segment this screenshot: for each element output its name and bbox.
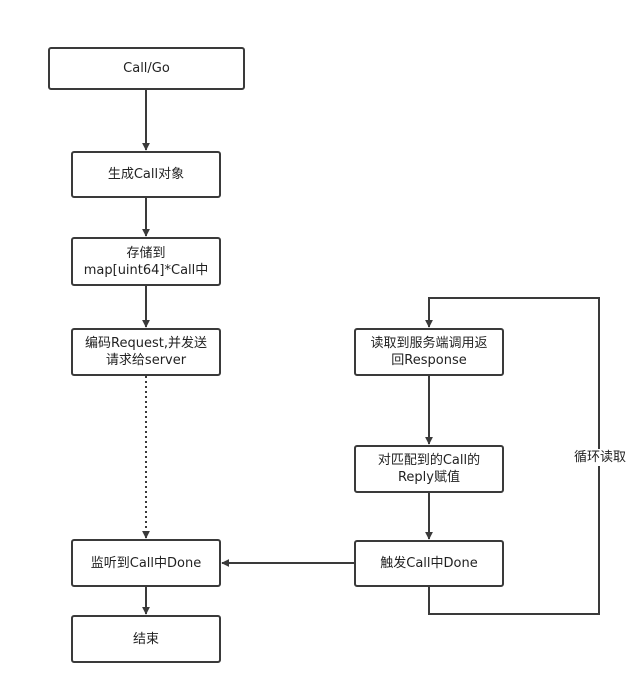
node-call-go-text: Call/Go xyxy=(123,61,170,76)
node-match-call-line1: 对匹配到的Call的 xyxy=(377,453,481,468)
node-listen-done-text: 监听到Call中Done xyxy=(90,555,202,571)
node-store-map-line1: 存储到 xyxy=(126,245,166,261)
node-read-response: 读取到服务端调用返 回Response xyxy=(354,328,504,376)
node-encode-request-line2: 请求给server xyxy=(105,353,187,368)
node-match-call-line2: Reply赋值 xyxy=(397,470,460,485)
node-store-map: 存储到 map[uint64]*Call中 xyxy=(71,237,221,286)
node-read-response-line2: 回Response xyxy=(391,353,467,368)
node-create-call-text: 生成Call对象 xyxy=(107,167,185,182)
node-encode-request: 编码Request,并发送 请求给server xyxy=(71,328,221,376)
node-trigger-done: 触发Call中Done xyxy=(354,540,504,587)
node-end-text: 结束 xyxy=(132,631,159,647)
node-create-call: 生成Call对象 xyxy=(71,151,221,198)
loop-label: 循环读取 xyxy=(573,449,628,466)
node-listen-done: 监听到Call中Done xyxy=(71,539,221,587)
node-match-call: 对匹配到的Call的 Reply赋值 xyxy=(354,445,504,493)
node-call-go: Call/Go xyxy=(48,47,245,90)
node-encode-request-line1: 编码Request,并发送 xyxy=(85,336,207,351)
node-end: 结束 xyxy=(71,615,221,663)
node-trigger-done-text: 触发Call中Done xyxy=(380,556,478,571)
node-store-map-line2: map[uint64]*Call中 xyxy=(83,262,209,278)
node-read-response-line1: 读取到服务端调用返 xyxy=(370,336,488,351)
